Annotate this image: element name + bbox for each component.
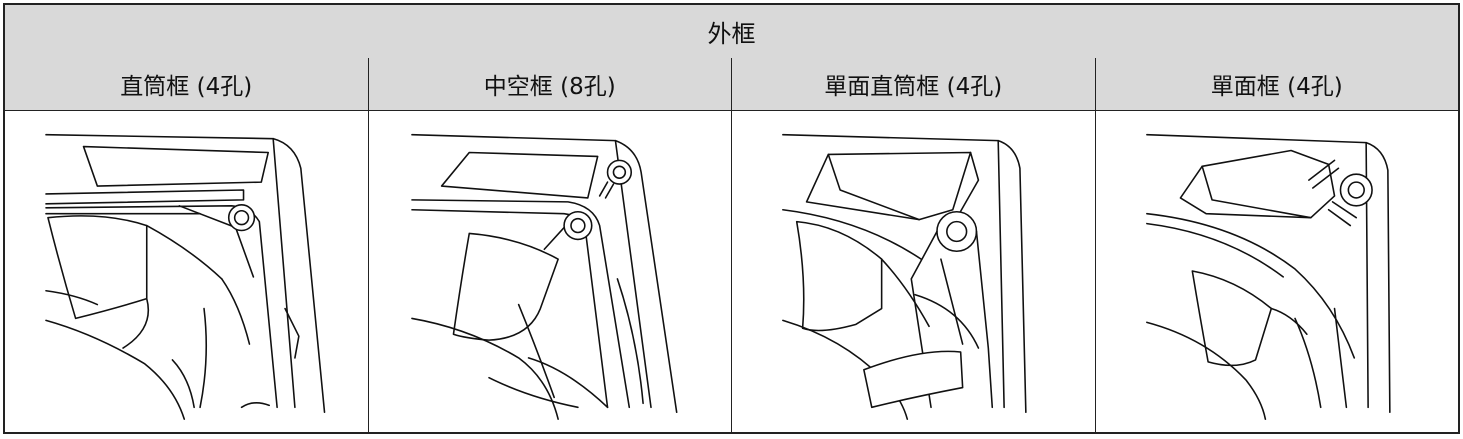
column-header-hollow: 中空框 (8孔)	[369, 58, 732, 110]
column-header-single-straight: 單面直筒框 (4孔)	[732, 58, 1096, 110]
image-cell-single	[1096, 111, 1459, 432]
column-header-single: 單面框 (4孔)	[1210, 74, 1343, 100]
image-cell-hollow	[369, 111, 732, 432]
column-header-straight: 直筒框 (4孔)	[5, 58, 369, 110]
image-row	[5, 111, 1458, 432]
table-title: 外框	[5, 5, 1458, 59]
fan-frame-single-straight-illustration	[782, 133, 1027, 420]
fan-frame-straight-illustration	[45, 133, 326, 420]
image-cell-straight	[5, 111, 369, 432]
frame-type-table: 外框 直筒框 (4孔) 中空框 (8孔) 單面直筒框 (4孔) 單面框 (4孔)	[3, 3, 1460, 434]
fan-frame-hollow-illustration	[410, 133, 677, 420]
header-row: 直筒框 (4孔) 中空框 (8孔) 單面直筒框 (4孔) 單面框 (4孔)	[5, 58, 1458, 111]
image-cell-single-straight	[732, 111, 1096, 432]
fan-frame-single-illustration	[1145, 133, 1391, 420]
